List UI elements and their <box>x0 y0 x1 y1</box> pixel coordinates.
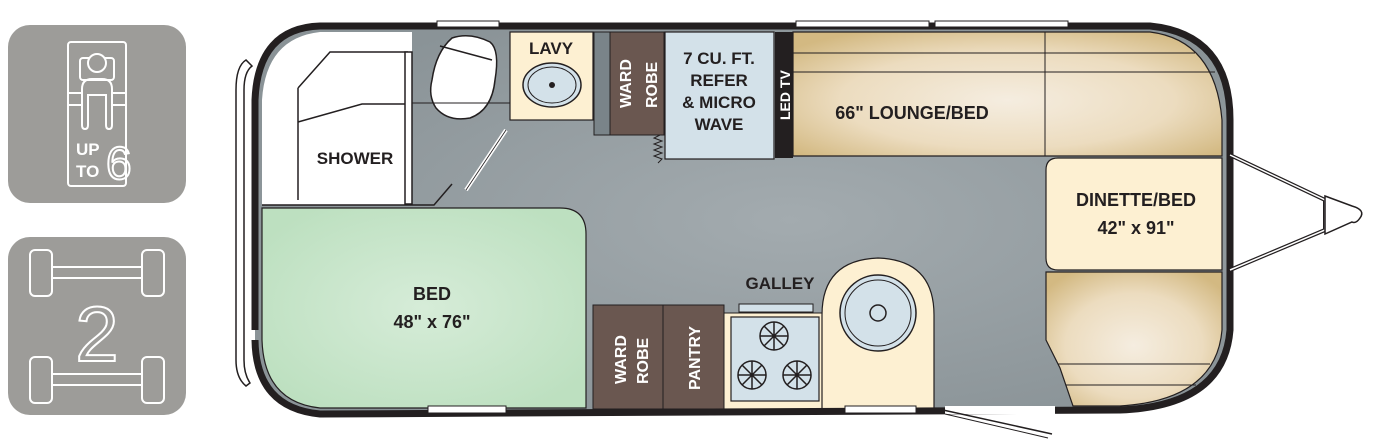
dinette-seat <box>1045 271 1223 407</box>
dinette-bed <box>1045 157 1223 271</box>
refer-label-4: WAVE <box>695 115 744 134</box>
shower-label: SHOWER <box>317 149 394 168</box>
bed-area <box>261 207 587 409</box>
sleeps-to-label: TO <box>76 162 99 181</box>
trailer-wall <box>251 22 1234 418</box>
axle-count: 2 <box>75 290 118 378</box>
axles-badge: 2 <box>8 237 186 415</box>
lounge-bed <box>792 31 1223 157</box>
galley-label: GALLEY <box>746 274 816 293</box>
rear-bumper <box>235 59 254 387</box>
window <box>427 405 507 414</box>
wardrobe-top <box>609 31 665 136</box>
wardrobe-bottom <box>592 304 664 410</box>
lounge-label: 66" LOUNGE/BED <box>835 103 989 123</box>
sleeps-up-label: UP <box>76 140 100 159</box>
sleeping-person-icon: UP TO 6 <box>67 41 133 190</box>
bed-label-1: BED <box>413 284 451 304</box>
refer-label-1: 7 CU. FT. <box>683 49 755 68</box>
hitch-coupler <box>1324 194 1363 236</box>
dinette-label-1: DINETTE/BED <box>1076 190 1196 210</box>
wardrobe-top-label-2: ROBE <box>644 61 661 108</box>
refer-microwave <box>664 31 775 160</box>
wardrobe-bottom-label-2: ROBE <box>635 337 652 384</box>
pantry <box>662 304 725 410</box>
bed-label-2: 48" x 76" <box>393 312 470 332</box>
entry-door <box>945 406 1055 414</box>
axle-icon: 2 <box>29 249 165 404</box>
pantry-label: PANTRY <box>687 326 704 390</box>
window <box>436 20 500 28</box>
stove-icon <box>730 316 820 402</box>
led-tv-label: LED TV <box>777 70 793 120</box>
sleeps-count: 6 <box>106 137 132 189</box>
window <box>844 405 917 414</box>
accordion-door <box>652 134 664 164</box>
refer-label-3: & MICRO <box>682 93 756 112</box>
lavy-label: LAVY <box>529 39 574 58</box>
wardrobe-top-label-1: WARD <box>618 59 635 108</box>
led-tv <box>775 32 793 158</box>
window <box>934 20 1069 28</box>
galley-sink-icon <box>839 274 917 352</box>
window <box>795 20 930 28</box>
hitch-tongue <box>1229 153 1327 272</box>
sleeps-badge: UP TO 6 <box>8 25 186 203</box>
refer-label-2: REFER <box>690 71 748 90</box>
shower-area <box>262 32 412 205</box>
wardrobe-bottom-label-1: WARD <box>613 335 630 384</box>
dinette-label-2: 42" x 91" <box>1097 218 1174 238</box>
